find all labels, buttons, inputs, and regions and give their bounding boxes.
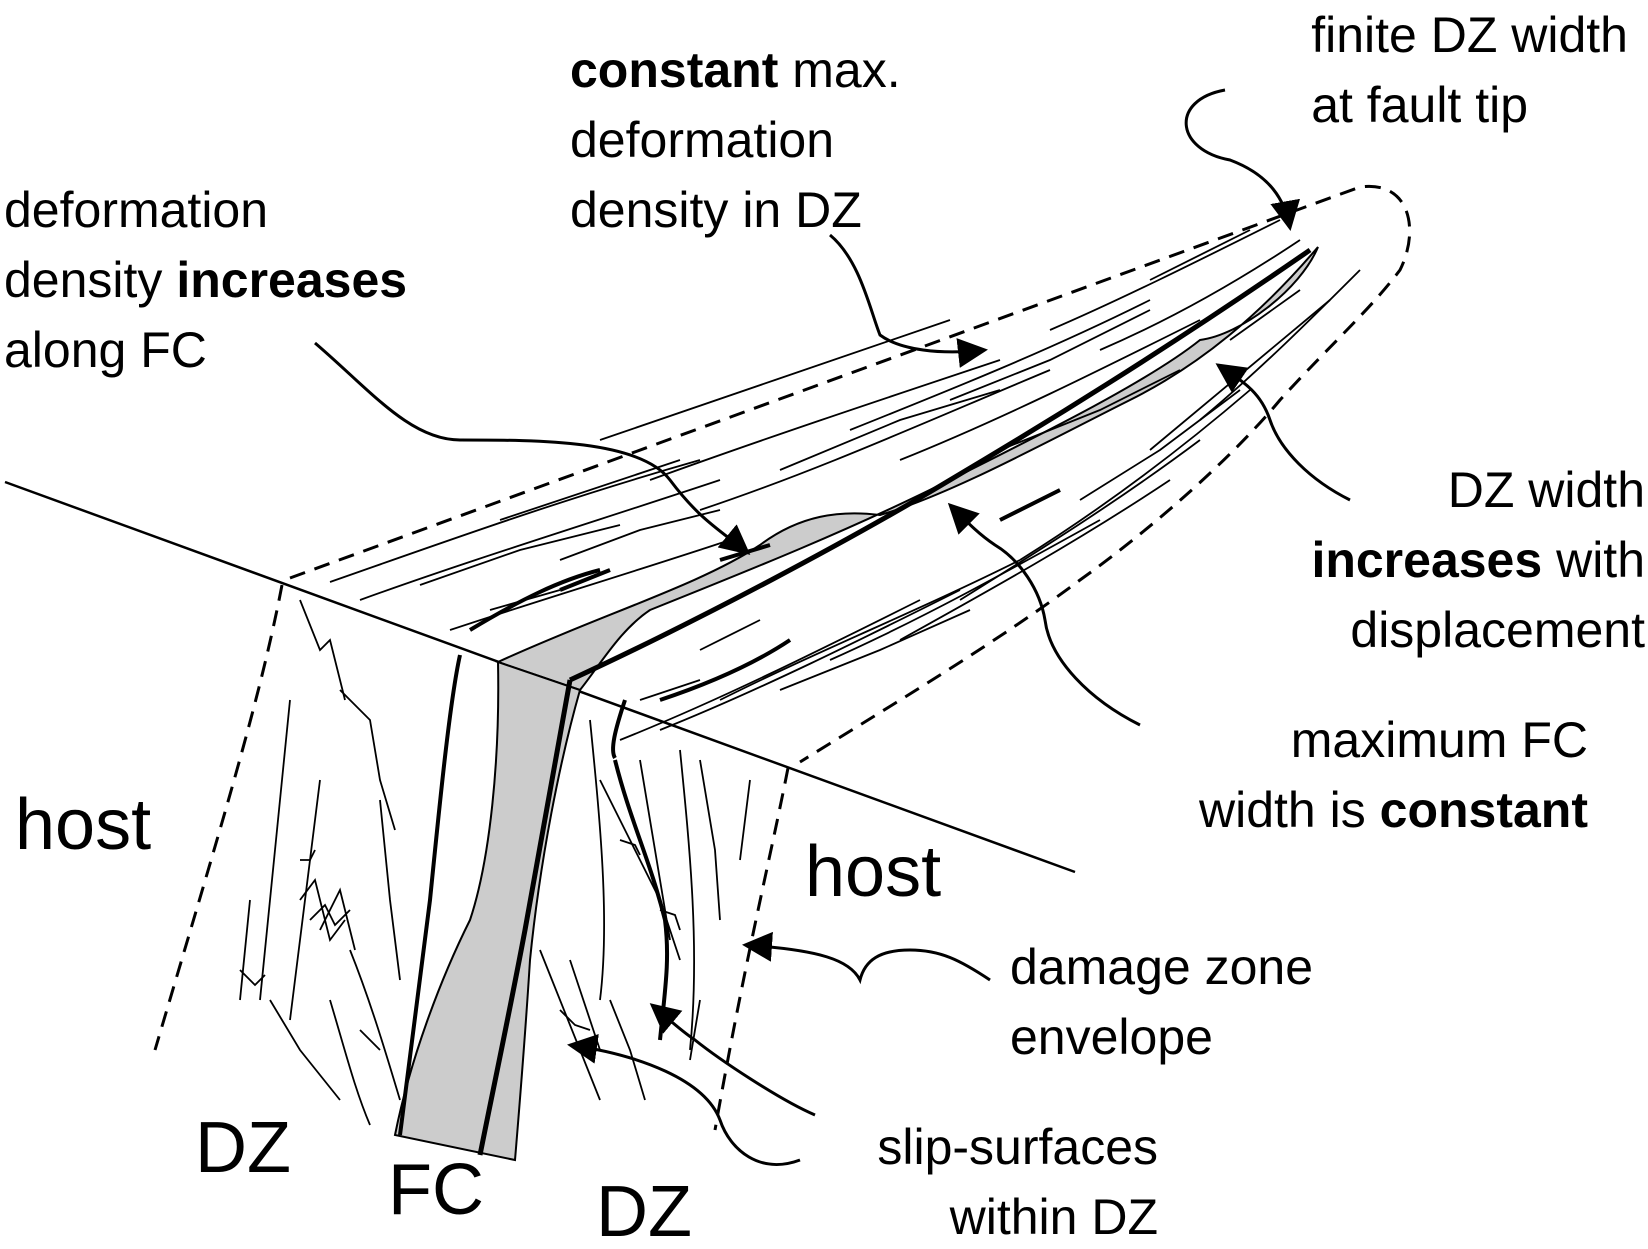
label-constant-density-bold: constant xyxy=(570,42,779,98)
arrow-slip-surface-2 xyxy=(567,1033,801,1166)
arrow-fc-width-constant xyxy=(947,502,1141,727)
label-dz-right: DZ xyxy=(596,1172,692,1249)
arrow-slip-surface-1 xyxy=(649,1003,816,1117)
principal-slip-surface xyxy=(568,247,1312,683)
label-finite-dz-width: finite DZ width at fault tip xyxy=(1311,0,1628,140)
label-constant-density-line3: density in DZ xyxy=(570,182,862,238)
label-slip-surfaces-line2: within DZ xyxy=(949,1189,1158,1245)
envelope-left-front xyxy=(153,584,284,1051)
label-fc-width-constant-pre: width is xyxy=(1199,782,1380,838)
fault-core xyxy=(393,246,1319,1162)
label-fc-width-constant-line1: maximum FC xyxy=(1290,712,1588,768)
label-constant-density-rest: max. xyxy=(778,42,901,98)
fault-core-top-surface xyxy=(495,246,1319,692)
label-dz-width-increases-rest: with xyxy=(1542,532,1645,588)
principal-slip-surface-front xyxy=(477,679,573,1156)
arrow-finite-dz-width xyxy=(1184,88,1301,231)
label-fc-width-constant-bold: constant xyxy=(1379,782,1588,838)
label-dz-width-increases-line1: DZ width xyxy=(1447,462,1645,518)
dz-fractures-left xyxy=(239,599,401,1126)
label-finite-dz-width-line1: finite DZ width xyxy=(1311,7,1628,63)
envelope-right-front xyxy=(713,767,790,1131)
label-dz-width-increases: DZ width increases with displacement xyxy=(1311,455,1645,665)
label-fc-width-constant-line2: width is constant xyxy=(1199,775,1588,845)
label-constant-density-line2: deformation xyxy=(570,112,835,168)
label-density-increases-bold: increases xyxy=(176,252,408,308)
label-constant-density: constant max. deformation density in DZ xyxy=(570,35,901,245)
label-density-increases-pre: density xyxy=(4,252,177,308)
label-dz-width-increases-bold: increases xyxy=(1311,532,1543,588)
label-fc-width-constant: maximum FC width is constant xyxy=(1199,705,1588,845)
label-damage-envelope-line1: damage zone xyxy=(1010,939,1314,995)
label-constant-density-line1: constant max. xyxy=(570,35,901,105)
label-damage-envelope-line2: envelope xyxy=(1010,1009,1213,1065)
label-slip-surfaces: slip-surfaces within DZ xyxy=(877,1112,1158,1249)
label-damage-envelope: damage zone envelope xyxy=(1010,932,1313,1072)
label-dz-left: DZ xyxy=(195,1108,291,1188)
label-finite-dz-width-line2: at fault tip xyxy=(1311,77,1529,133)
arrow-density-increases xyxy=(314,341,751,555)
damage-zone-envelope xyxy=(153,184,1412,1131)
fault-core-right-edge xyxy=(611,699,627,760)
fault-core-left-edge xyxy=(398,654,462,1136)
envelope-top-surface xyxy=(289,184,1412,764)
label-host-left: host xyxy=(15,785,152,865)
label-density-increases: deformation density increases along FC xyxy=(4,175,407,385)
fault-core-front-face xyxy=(393,660,582,1162)
label-host-right: host xyxy=(805,832,942,912)
label-density-increases-line1: deformation xyxy=(4,182,269,238)
arrow-constant-density xyxy=(829,233,988,368)
label-dz-width-increases-line3: displacement xyxy=(1350,602,1645,658)
dz-fractures-right xyxy=(539,719,751,1101)
label-density-increases-line3: along FC xyxy=(4,322,207,378)
label-fc: FC xyxy=(388,1150,484,1230)
dz-fractures-top xyxy=(329,219,1361,741)
annotation-arrows xyxy=(314,88,1351,1166)
arrow-damage-envelope xyxy=(742,931,991,985)
label-density-increases-line2: density increases xyxy=(4,245,407,315)
label-slip-surfaces-line1: slip-surfaces xyxy=(877,1119,1158,1175)
label-dz-width-increases-line2: increases with xyxy=(1311,525,1645,595)
dz-slip-surfaces-right xyxy=(613,759,670,1041)
arrow-dz-width-increases xyxy=(1215,363,1351,502)
